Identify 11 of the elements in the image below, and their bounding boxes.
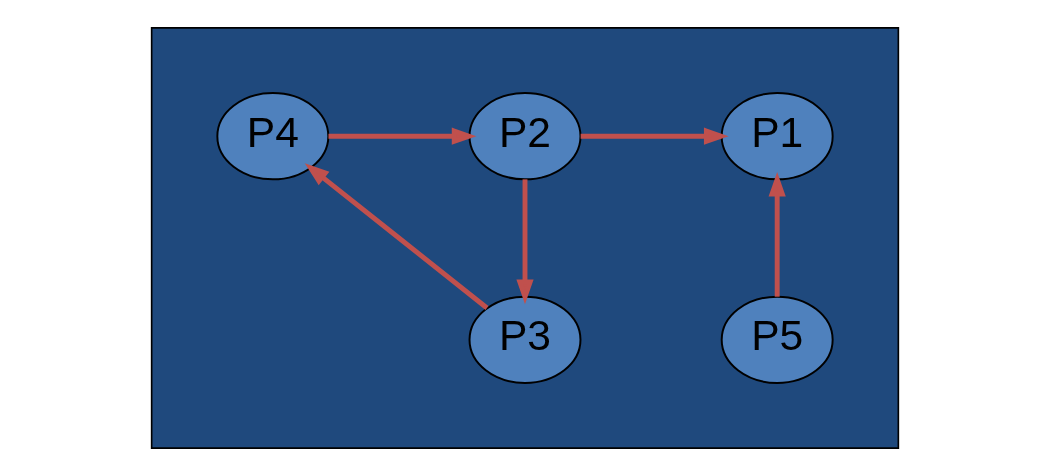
arrow [515, 179, 534, 305]
node-ellipse: P4 [215, 92, 329, 181]
arrow [304, 163, 488, 310]
node-ellipse: P1 [720, 92, 834, 181]
arrow [580, 127, 729, 145]
cluster [150, 27, 899, 449]
node-ellipse: P3 [468, 295, 581, 384]
node-ellipse: P2 [468, 92, 581, 181]
arrow [768, 171, 786, 297]
node-ellipse: P5 [720, 295, 834, 384]
arrow [328, 127, 476, 145]
